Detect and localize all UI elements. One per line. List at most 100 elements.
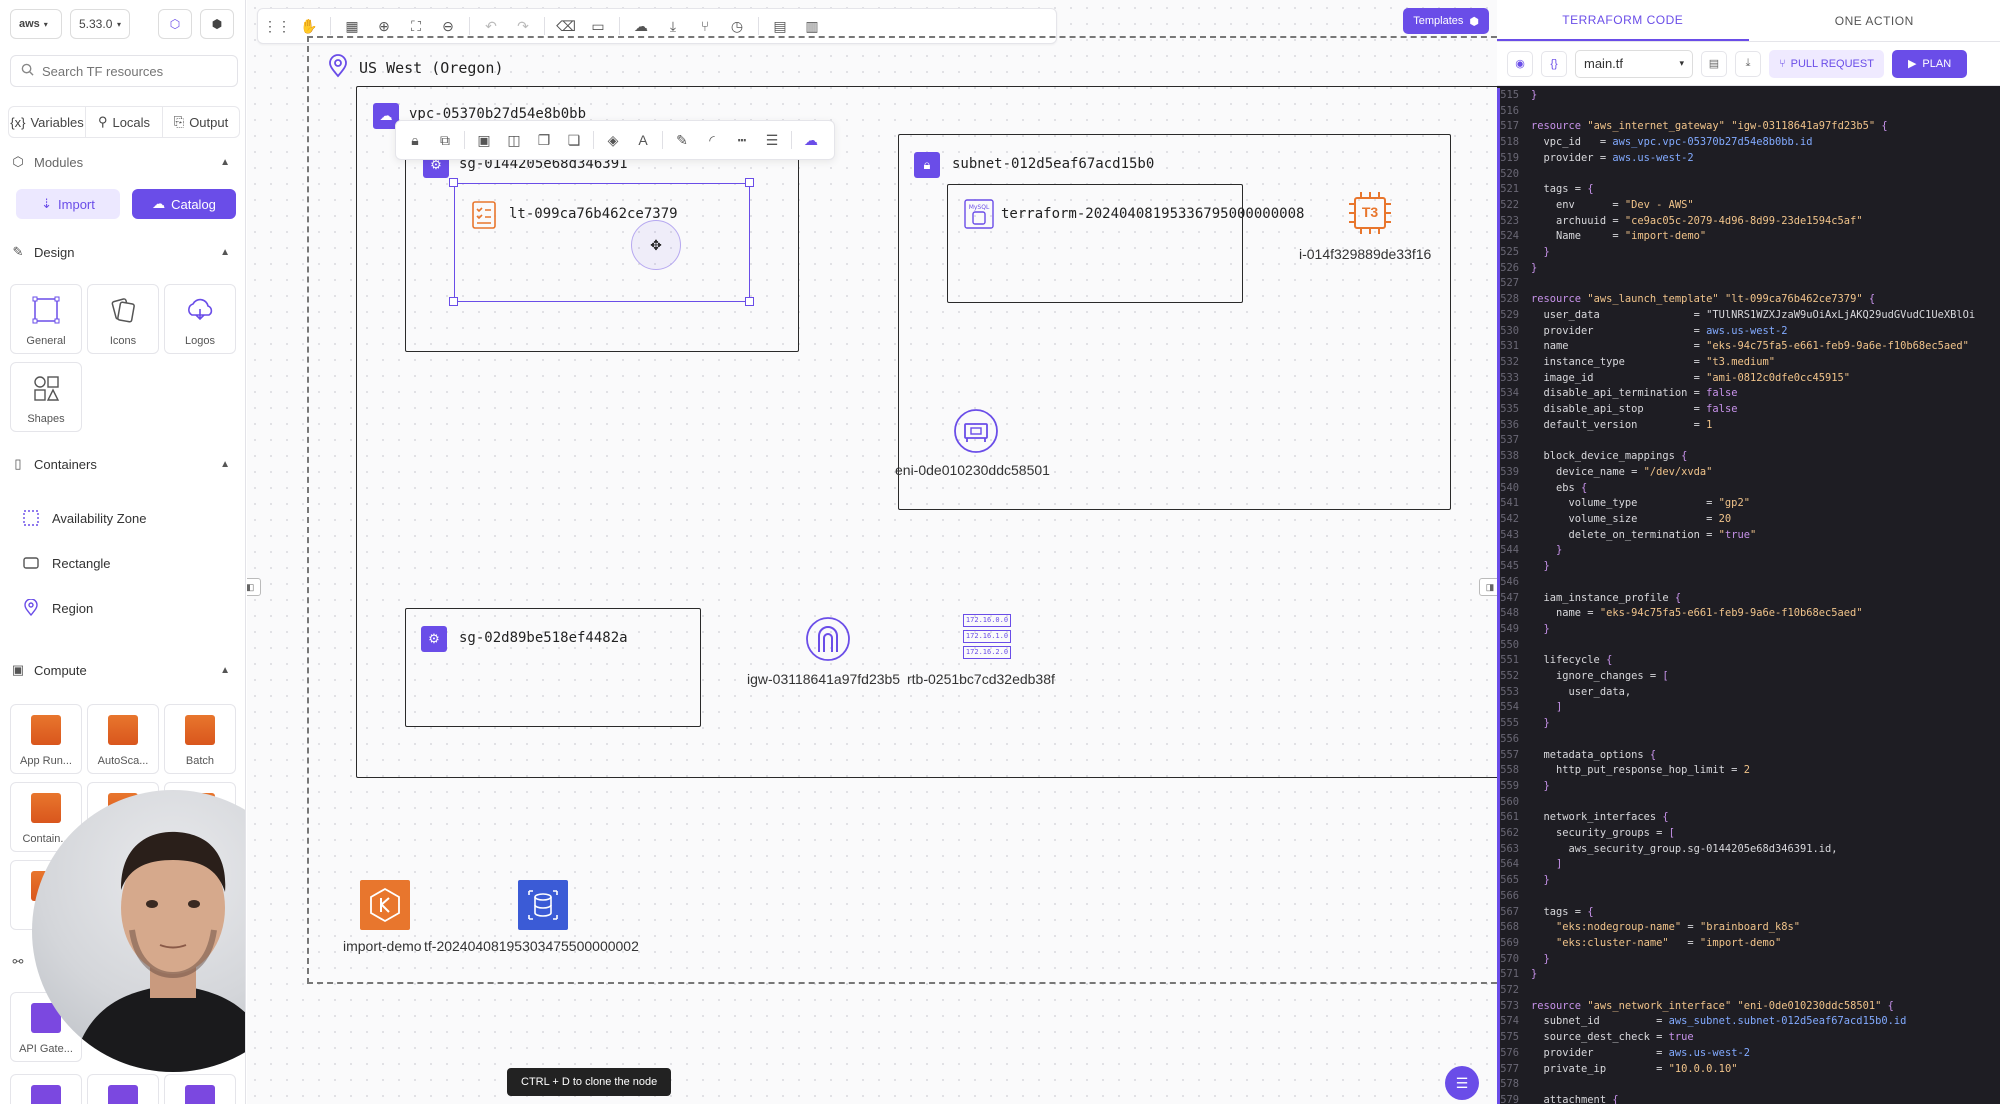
- code-line[interactable]: 551 lifecycle {: [1497, 653, 2000, 669]
- code-line[interactable]: 571}: [1497, 967, 2000, 983]
- route-table-node[interactable]: 172.16.0.0 172.16.1.0 172.16.2.0: [963, 614, 1011, 662]
- code-line[interactable]: 554 ]: [1497, 700, 2000, 716]
- cloud-settings-icon[interactable]: ☁: [804, 131, 818, 148]
- code-line[interactable]: 553 user_data,: [1497, 685, 2000, 701]
- code-line[interactable]: 572​: [1497, 983, 2000, 999]
- code-line[interactable]: 525 }: [1497, 245, 2000, 261]
- code-line[interactable]: 533 image_id = "ami-0812c0dfe0cc45915": [1497, 371, 2000, 387]
- network-interface-node[interactable]: [953, 408, 999, 459]
- code-line[interactable]: 541 volume_type = "gp2": [1497, 496, 2000, 512]
- containers-section-header[interactable]: ▯ Containers ▲: [10, 452, 236, 476]
- code-line[interactable]: 515}: [1497, 88, 2000, 104]
- design-tile-shapes[interactable]: Shapes: [10, 362, 82, 432]
- code-line[interactable]: 546​: [1497, 575, 2000, 591]
- collapse-left-panel-icon[interactable]: ◧: [247, 578, 261, 596]
- code-line[interactable]: 549 }: [1497, 622, 2000, 638]
- design-section-header[interactable]: ✎ Design ▲: [10, 240, 236, 264]
- frame-icon[interactable]: ▭: [591, 17, 605, 34]
- eks-cluster-node[interactable]: [360, 880, 410, 930]
- tab-locals[interactable]: ⚲Locals: [86, 107, 163, 137]
- design-tile-logos[interactable]: Logos: [164, 284, 236, 354]
- code-line[interactable]: 574 subnet_id = aws_subnet.subnet-012d5e…: [1497, 1014, 2000, 1030]
- provider-selector[interactable]: aws ▾: [10, 9, 62, 39]
- code-line[interactable]: 543 delete_on_termination = "true": [1497, 528, 2000, 544]
- code-line[interactable]: 561 network_interfaces {: [1497, 810, 2000, 826]
- region-container[interactable]: [307, 36, 1497, 984]
- code-line[interactable]: 542 volume_size = 20: [1497, 512, 2000, 528]
- code-line[interactable]: 531 name = "eks-94c75fa5-e661-feb9-9a6e-…: [1497, 339, 2000, 355]
- version-selector[interactable]: 5.33.0 ▾: [70, 9, 130, 39]
- branch-icon[interactable]: ⑂: [700, 18, 710, 34]
- code-line[interactable]: 555 }: [1497, 716, 2000, 732]
- chat-button[interactable]: ☰: [1445, 1066, 1479, 1100]
- tab-output[interactable]: ⎘Output: [163, 107, 239, 137]
- tile-partial[interactable]: [87, 1074, 159, 1104]
- code-line[interactable]: 550​: [1497, 638, 2000, 654]
- code-line[interactable]: 521 tags = {: [1497, 182, 2000, 198]
- design-tile-icons[interactable]: Icons: [87, 284, 159, 354]
- import-button[interactable]: ⇣Import: [16, 189, 120, 219]
- code-line[interactable]: 548 name = "eks-94c75fa5-e661-feb9-9a6e-…: [1497, 606, 2000, 622]
- modules-section-header[interactable]: ⬡ Modules ▲: [10, 150, 236, 174]
- code-line[interactable]: 575 source_dest_check = true: [1497, 1030, 2000, 1046]
- pull-request-button[interactable]: ⑂ PULL REQUEST: [1769, 49, 1884, 78]
- search-box[interactable]: [10, 55, 238, 87]
- code-line[interactable]: 537​: [1497, 433, 2000, 449]
- line-weight-icon[interactable]: ☰: [765, 131, 779, 148]
- resize-handle[interactable]: [745, 297, 754, 306]
- code-line[interactable]: 530 provider = aws.us-west-2: [1497, 324, 2000, 340]
- braces-icon[interactable]: {}: [1541, 50, 1567, 77]
- code-line[interactable]: 557 metadata_options {: [1497, 748, 2000, 764]
- code-line[interactable]: 519 provider = aws.us-west-2: [1497, 151, 2000, 167]
- compute-tile-autoscaling[interactable]: AutoSca...: [87, 704, 159, 774]
- code-line[interactable]: 536 default_version = 1: [1497, 418, 2000, 434]
- container-rectangle[interactable]: Rectangle: [22, 551, 111, 575]
- bring-front-icon[interactable]: ❐: [537, 131, 551, 148]
- code-line[interactable]: 570 }: [1497, 952, 2000, 968]
- code-line[interactable]: 568 "eks:nodegroup-name" = "brainboard_k…: [1497, 920, 2000, 936]
- templates-button[interactable]: Templates ⬢: [1403, 8, 1489, 34]
- internet-gateway-node[interactable]: [805, 616, 851, 667]
- cube-outline-icon[interactable]: ⬡: [158, 9, 192, 39]
- code-line[interactable]: 539 device_name = "/dev/xvda": [1497, 465, 2000, 481]
- copy-icon[interactable]: ⧉: [440, 131, 450, 148]
- search-input[interactable]: [42, 63, 222, 79]
- tile-partial[interactable]: [164, 1074, 236, 1104]
- code-line[interactable]: 556​: [1497, 732, 2000, 748]
- code-line[interactable]: 562 security_groups = [: [1497, 826, 2000, 842]
- history-icon[interactable]: ◷: [730, 17, 744, 34]
- plan-button[interactable]: ▶ PLAN: [1891, 49, 1968, 78]
- dashed-line-icon[interactable]: ┅: [737, 131, 747, 148]
- resize-handle[interactable]: [449, 297, 458, 306]
- group-icon[interactable]: ▣: [477, 131, 491, 148]
- design-tile-general[interactable]: General: [10, 284, 82, 354]
- autoscaling-group-node[interactable]: [947, 184, 1243, 303]
- code-line[interactable]: 578​: [1497, 1077, 2000, 1093]
- download-icon[interactable]: ⤓: [669, 17, 677, 34]
- fit-view-icon[interactable]: ⛶: [411, 17, 421, 34]
- code-line[interactable]: 565 }: [1497, 873, 2000, 889]
- redo-icon[interactable]: ↷: [517, 17, 529, 34]
- code-line[interactable]: 540 ebs {: [1497, 481, 2000, 497]
- code-line[interactable]: 576 provider = aws.us-west-2: [1497, 1046, 2000, 1062]
- code-line[interactable]: 558 http_put_response_hop_limit = 2: [1497, 763, 2000, 779]
- pen-icon[interactable]: ✎: [676, 131, 688, 148]
- fill-color-icon[interactable]: ◈: [607, 131, 619, 148]
- tab-variables[interactable]: {x}Variables: [9, 107, 86, 137]
- code-line[interactable]: 547 iam_instance_profile {: [1497, 591, 2000, 607]
- cube-filled-icon[interactable]: ⬢: [200, 9, 234, 39]
- code-line[interactable]: 552 ignore_changes = [: [1497, 669, 2000, 685]
- container-availability-zone[interactable]: Availability Zone: [22, 506, 146, 530]
- undo-icon[interactable]: ↶: [485, 17, 497, 34]
- zoom-in-icon[interactable]: ⊕: [378, 17, 390, 34]
- vpc-container[interactable]: [356, 86, 1497, 778]
- diagram-canvas[interactable]: ⋮⋮ ✋ ▦ ⊕ ⛶ ⊖ ↶ ↷ ⌫ ▭ ☁ ⤓ ⑂ ◷ ▤ ▥ Templat…: [247, 0, 1497, 1104]
- code-line[interactable]: 524 Name = "import-demo": [1497, 229, 2000, 245]
- code-line[interactable]: 569 "eks:cluster-name" = "import-demo": [1497, 936, 2000, 952]
- file-selector[interactable]: main.tf ▾: [1575, 49, 1693, 78]
- eraser-icon[interactable]: ⌫: [556, 17, 576, 34]
- zoom-out-icon[interactable]: ⊖: [442, 17, 454, 34]
